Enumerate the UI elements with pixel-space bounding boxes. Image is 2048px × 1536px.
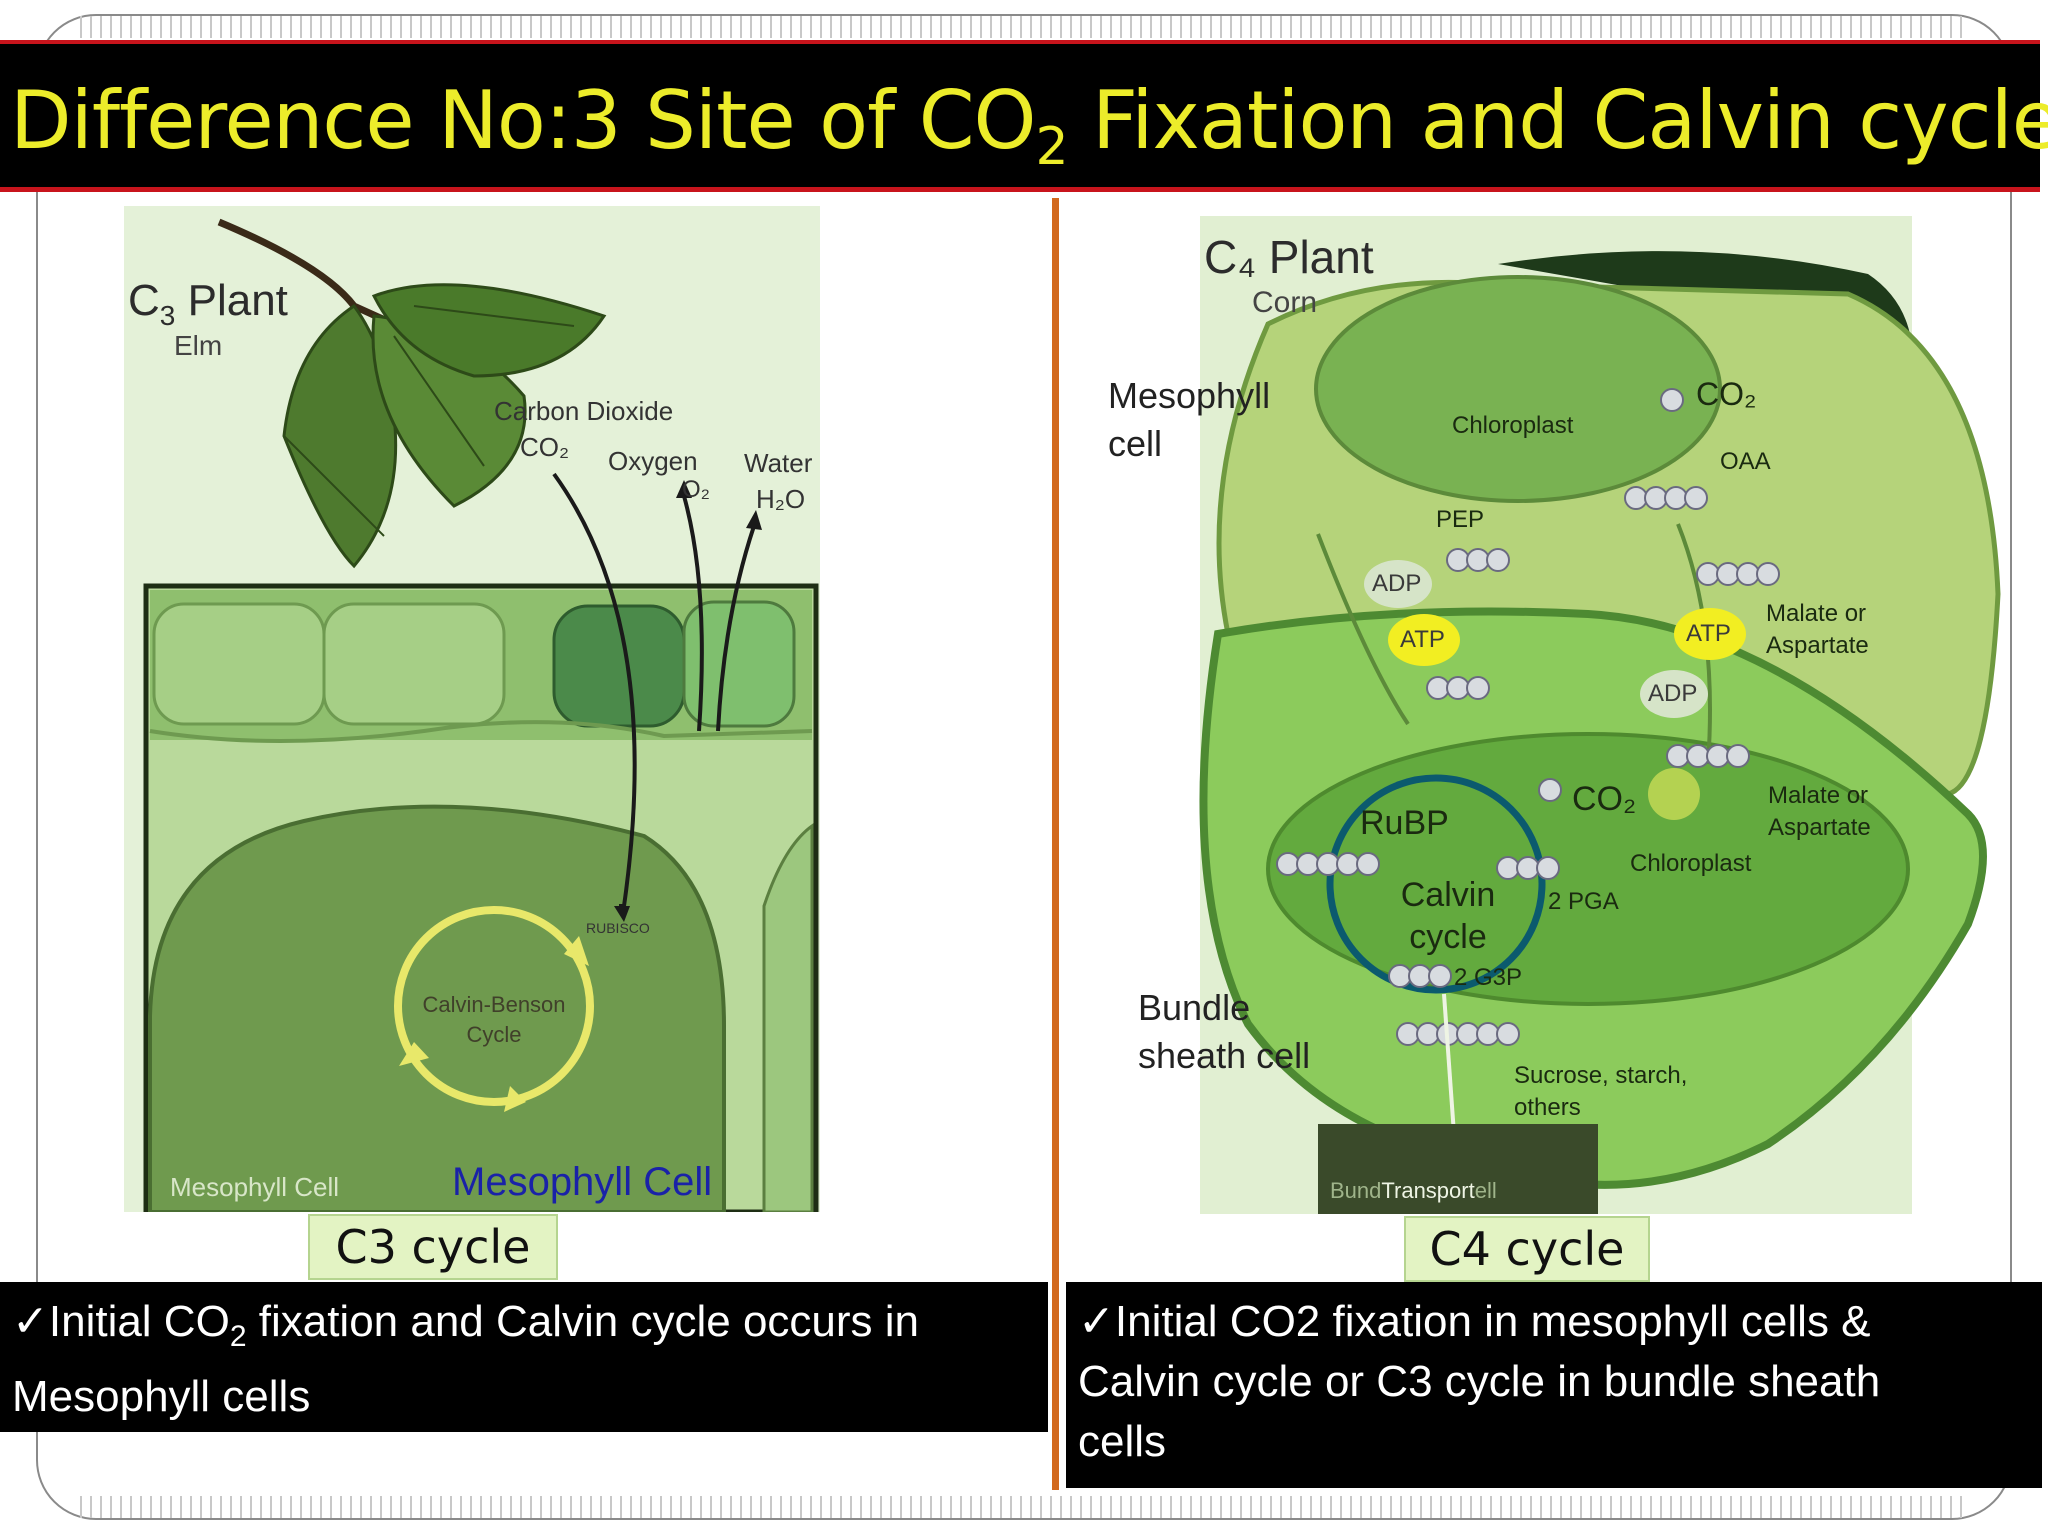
c4-cycle-caption: C4 cycle xyxy=(1404,1216,1650,1282)
slide-frame xyxy=(36,14,2012,1520)
oxygen-formula: O₂ xyxy=(682,476,710,503)
c3-diagram: C3 Plant Elm Carbon Dioxide CO₂ Oxygen O… xyxy=(124,206,820,1212)
c3-cycle-caption: C3 cycle xyxy=(308,1214,558,1280)
top-tick-border xyxy=(80,16,1970,38)
c4-illustration xyxy=(1199,216,2001,1214)
mesophyll-cell-label: Mesophyll Cell xyxy=(452,1160,713,1204)
co2-formula: CO₂ xyxy=(520,432,570,462)
adp-right-label: ADP xyxy=(1648,680,1698,707)
c3-species: Elm xyxy=(174,330,223,361)
water-title: Water xyxy=(744,448,813,478)
pep-label: PEP xyxy=(1436,506,1485,533)
c4-note: ✓Initial CO2 fixation in mesophyll cells… xyxy=(1066,1282,2042,1488)
adp-left-label: ADP xyxy=(1372,570,1422,597)
pga-label: 2 PGA xyxy=(1548,888,1619,915)
title-bar: Difference No:3 Site of CO2 Fixation and… xyxy=(0,40,2048,192)
mesophyll-cell-small: Mesophyll Cell xyxy=(170,1172,340,1202)
slide-title: Difference No:3 Site of CO2 Fixation and… xyxy=(10,74,2048,177)
c4-plant-label: C₄ Plant xyxy=(1204,231,1374,283)
c4-species: Corn xyxy=(1252,286,1318,319)
chloroplast-top-label: Chloroplast xyxy=(1452,412,1574,439)
c3-note: ✓Initial CO2 fixation and Calvin cycle o… xyxy=(0,1282,1048,1432)
rubisco-label: RUBISCO xyxy=(586,920,650,936)
bottom-tick-border xyxy=(80,1496,1970,1518)
c3-illustration xyxy=(124,206,820,1212)
chloroplast-bottom-label: Chloroplast xyxy=(1630,850,1752,877)
panel-divider xyxy=(1052,198,1059,1490)
water-formula: H₂O xyxy=(756,484,806,514)
co2-title: Carbon Dioxide xyxy=(494,396,674,426)
rubp-label: RuBP xyxy=(1360,804,1449,842)
sucrose-label: Sucrose, starch,others xyxy=(1514,1062,1688,1121)
oxygen-title: Oxygen xyxy=(608,446,698,476)
c3-plant-label: C3 Plant xyxy=(128,276,288,331)
oaa-label: OAA xyxy=(1720,448,1771,475)
transport-label: BundTransportell xyxy=(1330,1178,1497,1203)
atp-right-label: ATP xyxy=(1686,620,1731,647)
g3p-label: 2 G3P xyxy=(1454,964,1523,991)
atp-left-label: ATP xyxy=(1400,626,1445,653)
co2-top-label: CO₂ xyxy=(1696,376,1757,412)
co2-bottom-label: CO₂ xyxy=(1572,780,1637,818)
